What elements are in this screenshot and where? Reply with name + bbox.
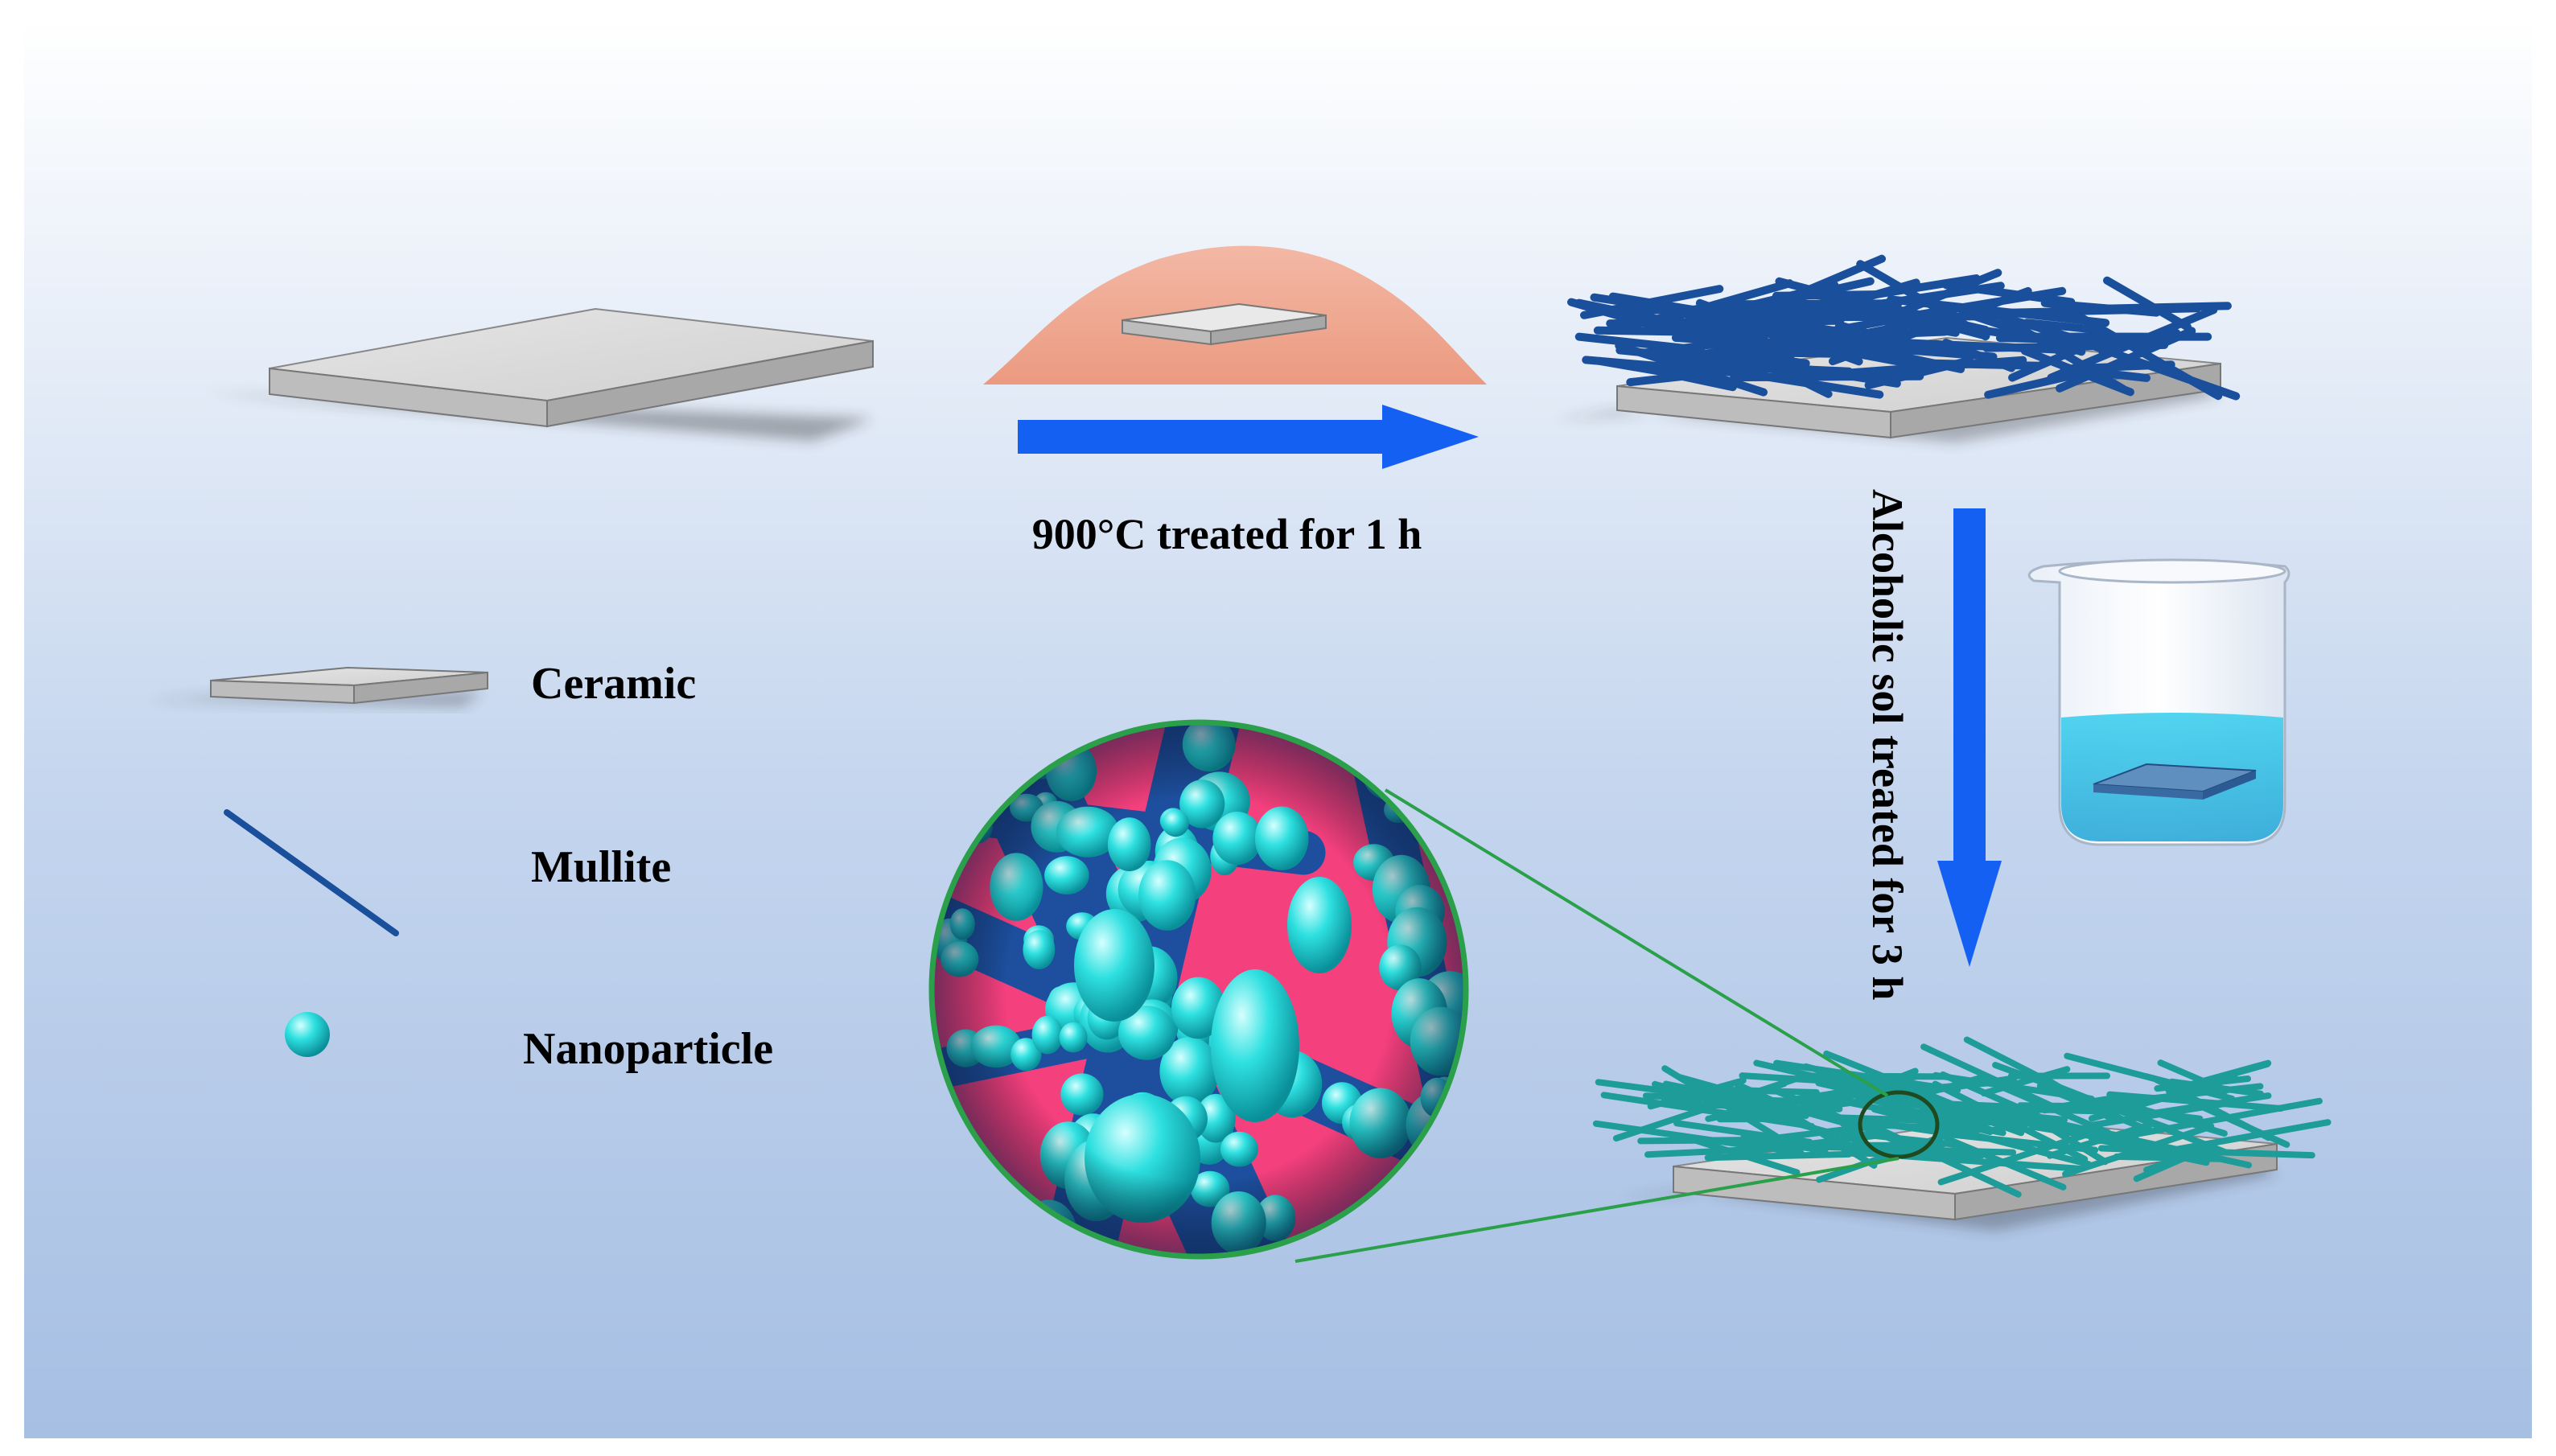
zoom-guide-lines [1294,788,1900,1263]
mullite-fiber [1655,368,1737,392]
mullite-fiber [2068,302,2232,314]
ceramic-plate-initial [201,307,874,441]
heat-treatment-label: 900°C treated for 1 h [1032,510,1422,558]
legend-mullite-label: Mullite [531,842,671,892]
coated-mullite-fiber [1704,1150,1853,1162]
coated-mullite-fiber [1884,1073,1990,1108]
coated-mullite-fiber [1592,1120,1805,1157]
legend-ceramic-icon [145,666,488,706]
legend-nanoparticle-icon [285,1012,330,1057]
mullite-fiber [1574,298,1770,346]
mullite-fiber [2066,360,2175,373]
beaker-with-sol [2027,558,2291,846]
powder-heap [983,245,1487,385]
coated-mullite-on-ceramic [1592,1036,2332,1231]
coated-mullite-fiber [2088,1135,2210,1166]
legend: Ceramic Mullite Nanoparticle [145,659,773,1074]
mullite-fiber [1775,277,1990,340]
coated-mullite-fiber [1707,1080,1788,1110]
coated-mullite-fiber [2106,1091,2284,1112]
coated-mullite-fiber [2017,1102,2133,1110]
mullite-fiber [1671,334,1813,351]
mullite-fiber [1625,302,1851,315]
mullite-fiber [1982,340,2169,352]
mullite-fiber [1574,332,1706,355]
coated-mullite-fiber [2028,1123,2188,1154]
zoom-region-marker [1858,1090,1940,1159]
coated-mullite-fiber [2088,1097,2247,1129]
mullite-fiber [1593,326,1734,337]
coated-mullite-fiber [1932,1071,2095,1102]
legend-mullite-icon [224,809,399,936]
mullite-fiber [1854,286,2032,359]
coated-mullite-fiber [1751,1141,1932,1150]
magnified-view [928,719,1469,1260]
mullite-on-ceramic [1553,254,2241,442]
mullite-fiber [1698,319,1784,339]
mullite-fiber [1970,304,2111,352]
coated-mullite-fiber [2133,1145,2210,1182]
mullite-fiber [1695,298,1863,366]
mullite-fiber [2066,307,2223,401]
coated-mullite-fiber [1821,1094,2007,1137]
coated-mullite-fiber [1737,1080,1910,1111]
coated-mullite-fiber [1994,1110,2139,1142]
legend-ceramic-label: Ceramic [531,659,696,709]
mullite-fiber [1904,359,2044,370]
coated-mullite-fiber [1644,1145,1769,1158]
coated-mullite-fiber [2157,1059,2229,1094]
heat-treatment-arrow [1018,405,1479,469]
coated-mullite-fiber [1899,1153,2083,1172]
mullite-fiber [1814,339,1998,361]
sol-treatment-arrow [1937,508,2002,967]
coated-mullite-fiber [2020,1105,2105,1115]
legend-nanoparticle-label: Nanoparticle [523,1024,773,1074]
coated-mullite-fiber [1937,1131,2089,1186]
sol-treatment-label: Alcoholic sol treated for 3 h [1863,489,1912,1000]
mullite-fiber [1616,346,1779,370]
